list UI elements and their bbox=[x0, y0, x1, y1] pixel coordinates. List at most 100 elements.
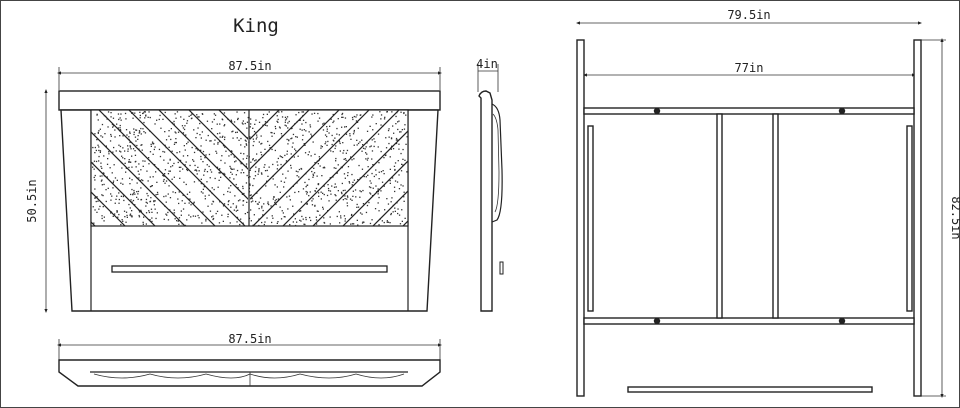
texture-speckle bbox=[249, 194, 251, 197]
texture-speckle bbox=[359, 212, 362, 214]
texture-speckle bbox=[94, 209, 96, 211]
texture-speckle bbox=[230, 168, 233, 170]
texture-speckle bbox=[204, 157, 206, 159]
texture-speckle bbox=[343, 173, 346, 175]
texture-speckle bbox=[142, 221, 144, 223]
texture-speckle bbox=[377, 193, 379, 195]
texture-speckle bbox=[311, 113, 313, 115]
texture-speckle bbox=[187, 155, 189, 157]
texture-speckle bbox=[375, 169, 377, 171]
texture-speckle bbox=[346, 198, 348, 200]
frame-outer-width-label: 79.5in bbox=[727, 8, 770, 22]
side-view: 4in bbox=[476, 57, 504, 312]
texture-speckle bbox=[193, 160, 195, 162]
texture-speckle bbox=[114, 202, 116, 204]
texture-speckle bbox=[361, 213, 363, 215]
front-width-label: 87.5in bbox=[228, 59, 271, 73]
texture-speckle bbox=[209, 140, 211, 142]
texture-speckle bbox=[164, 111, 166, 114]
texture-speckle bbox=[300, 220, 302, 222]
texture-speckle bbox=[142, 128, 144, 130]
texture-speckle bbox=[198, 170, 200, 172]
texture-speckle bbox=[231, 173, 233, 175]
texture-speckle bbox=[395, 123, 397, 125]
texture-speckle bbox=[305, 190, 307, 193]
texture-speckle bbox=[327, 187, 330, 190]
texture-speckle bbox=[199, 122, 201, 125]
texture-speckle bbox=[314, 205, 316, 207]
texture-speckle bbox=[280, 180, 282, 182]
texture-speckle bbox=[242, 204, 244, 206]
texture-speckle bbox=[318, 117, 321, 119]
texture-speckle bbox=[292, 133, 295, 136]
texture-speckle bbox=[134, 154, 137, 156]
texture-speckle bbox=[320, 191, 322, 193]
texture-speckle bbox=[371, 150, 374, 152]
texture-speckle bbox=[367, 157, 369, 159]
texture-speckle bbox=[406, 171, 408, 173]
texture-speckle bbox=[299, 128, 301, 130]
texture-speckle bbox=[106, 118, 108, 120]
texture-speckle bbox=[168, 185, 170, 187]
texture-speckle bbox=[124, 162, 126, 164]
texture-speckle bbox=[284, 154, 286, 157]
texture-speckle bbox=[339, 142, 341, 145]
texture-speckle bbox=[127, 148, 129, 150]
texture-speckle bbox=[344, 195, 346, 197]
texture-speckle bbox=[264, 148, 266, 150]
texture-speckle bbox=[368, 201, 370, 204]
texture-speckle bbox=[149, 176, 151, 178]
texture-speckle bbox=[301, 123, 303, 125]
drawing-title: King bbox=[233, 15, 279, 37]
texture-speckle bbox=[316, 210, 318, 212]
texture-speckle bbox=[205, 220, 207, 222]
texture-speckle bbox=[185, 134, 187, 136]
texture-speckle bbox=[174, 141, 176, 144]
texture-speckle bbox=[205, 154, 207, 156]
texture-speckle bbox=[93, 222, 95, 224]
texture-speckle bbox=[173, 176, 175, 178]
texture-speckle bbox=[331, 134, 333, 137]
texture-speckle bbox=[323, 122, 325, 124]
texture-speckle bbox=[122, 147, 124, 149]
texture-speckle bbox=[281, 210, 283, 212]
texture-speckle bbox=[353, 131, 355, 133]
texture-speckle bbox=[227, 201, 230, 203]
texture-speckle bbox=[165, 195, 167, 197]
texture-speckle bbox=[142, 160, 144, 162]
texture-speckle bbox=[279, 155, 281, 157]
chevron-line bbox=[342, 160, 408, 226]
texture-speckle bbox=[318, 195, 320, 197]
texture-speckle bbox=[353, 144, 355, 146]
texture-speckle bbox=[386, 111, 388, 113]
texture-speckle bbox=[139, 117, 141, 119]
texture-speckle bbox=[273, 196, 275, 198]
texture-speckle bbox=[275, 203, 277, 206]
texture-speckle bbox=[156, 191, 159, 194]
texture-speckle bbox=[241, 169, 243, 171]
texture-speckle bbox=[359, 196, 361, 198]
texture-speckle bbox=[174, 218, 176, 220]
texture-speckle bbox=[363, 175, 365, 178]
texture-speckle bbox=[335, 160, 337, 162]
top-view: 87.5in bbox=[57, 332, 442, 387]
texture-speckle bbox=[327, 184, 329, 186]
texture-speckle bbox=[322, 129, 325, 131]
texture-speckle bbox=[255, 138, 257, 140]
texture-speckle bbox=[369, 125, 371, 127]
texture-speckle bbox=[179, 177, 181, 179]
texture-speckle bbox=[138, 163, 140, 165]
texture-speckle bbox=[371, 158, 373, 160]
chevron-line bbox=[188, 110, 248, 170]
texture-speckle bbox=[125, 167, 127, 169]
texture-speckle bbox=[286, 138, 288, 141]
texture-speckle bbox=[140, 169, 142, 171]
texture-speckle bbox=[380, 124, 382, 126]
texture-speckle bbox=[113, 164, 115, 166]
texture-speckle bbox=[213, 118, 215, 121]
texture-speckle bbox=[173, 162, 175, 165]
texture-speckle bbox=[328, 189, 330, 192]
texture-speckle bbox=[197, 127, 199, 129]
texture-speckle bbox=[132, 199, 135, 202]
texture-speckle bbox=[278, 126, 281, 128]
